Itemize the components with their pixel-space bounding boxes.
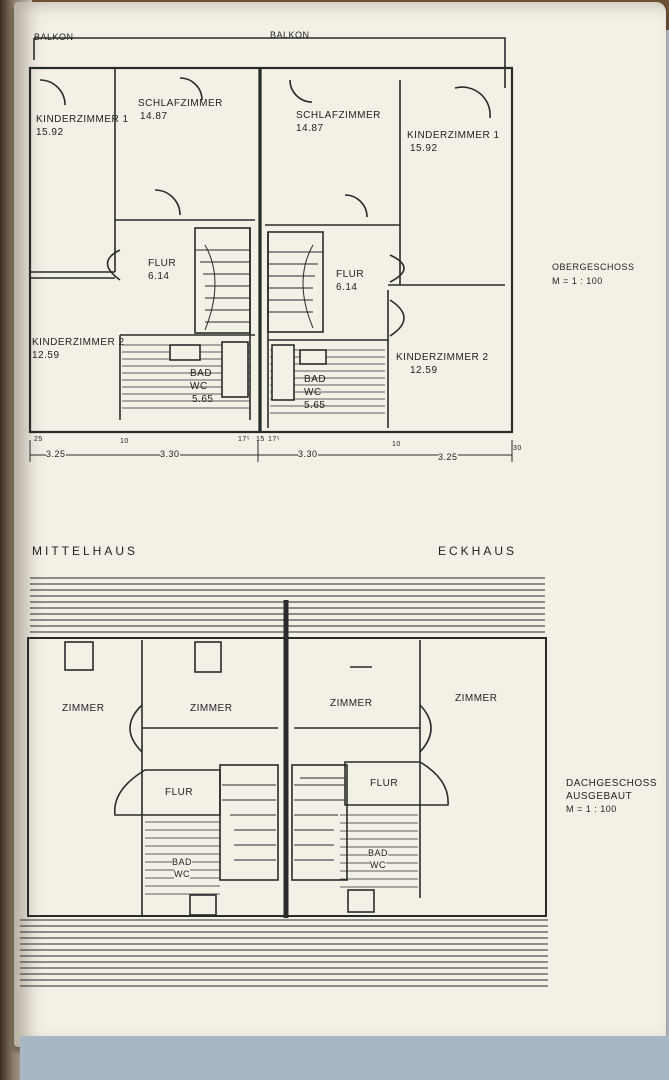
section-label-eckhaus: ECKHAUS bbox=[438, 544, 518, 558]
room-area: 14.87 bbox=[296, 123, 324, 134]
room-label: FLUR bbox=[148, 258, 177, 269]
upper-outer-wall bbox=[28, 66, 514, 434]
room-label: BAD bbox=[190, 368, 213, 379]
plan-scale: M = 1 : 100 bbox=[566, 804, 617, 814]
room-area: 5.65 bbox=[192, 394, 214, 405]
room-label: ZIMMER bbox=[62, 703, 105, 714]
wall-mark: 10 bbox=[120, 438, 129, 445]
wall-mark: 25 bbox=[34, 436, 43, 443]
room-label: WC bbox=[370, 860, 386, 870]
wall-mark: 30 bbox=[513, 445, 522, 452]
room-label: KINDERZIMMER 2 bbox=[32, 337, 125, 348]
balcony-label: BALKON bbox=[270, 30, 310, 40]
room-label: KINDERZIMMER 2 bbox=[396, 352, 489, 363]
room-label: SCHLAFZIMMER bbox=[296, 110, 381, 121]
room-label: ZIMMER bbox=[330, 698, 373, 709]
wall-mark: 17⁵ bbox=[268, 436, 281, 443]
wall-mark: 15 bbox=[256, 436, 265, 443]
wall-mark: 17⁵ bbox=[238, 436, 251, 443]
room-label: BAD bbox=[172, 857, 193, 867]
section-label-mittelhaus: MITTELHAUS bbox=[32, 544, 139, 558]
room-label: FLUR bbox=[165, 787, 194, 798]
room-label: FLUR bbox=[370, 778, 399, 789]
room-label: WC bbox=[190, 381, 208, 392]
balcony-label: BALKON bbox=[34, 32, 74, 42]
room-area: 6.14 bbox=[336, 282, 358, 293]
room-label: WC bbox=[174, 869, 190, 879]
wall-mark: 10 bbox=[392, 441, 401, 448]
plan-title: OBERGESCHOSS bbox=[552, 262, 635, 272]
room-area: 15.92 bbox=[410, 143, 438, 154]
room-label: BAD bbox=[304, 374, 327, 385]
room-area: 15.92 bbox=[36, 127, 64, 138]
room-label: KINDERZIMMER 1 bbox=[407, 130, 500, 141]
plan-scale: M = 1 : 100 bbox=[552, 276, 603, 286]
room-label: KINDERZIMMER 1 bbox=[36, 114, 129, 125]
room-label: BAD bbox=[368, 848, 389, 858]
room-area: 5.65 bbox=[304, 400, 326, 411]
dimension-label: 3.30 bbox=[160, 449, 180, 459]
room-label: ZIMMER bbox=[190, 703, 233, 714]
room-area: 12.59 bbox=[410, 365, 438, 376]
dimension-label: 3.25 bbox=[438, 452, 458, 462]
room-label: ZIMMER bbox=[455, 693, 498, 704]
folder-strip bbox=[20, 1036, 669, 1080]
balcony-rail bbox=[34, 37, 506, 88]
page bbox=[14, 2, 666, 1047]
room-label: SCHLAFZIMMER bbox=[138, 98, 223, 109]
room-area: 14.87 bbox=[140, 111, 168, 122]
room-label: WC bbox=[304, 387, 322, 398]
dimension-label: 3.25 bbox=[46, 449, 66, 459]
room-area: 12.59 bbox=[32, 350, 60, 361]
dimension-label: 3.30 bbox=[298, 449, 318, 459]
room-label: FLUR bbox=[336, 269, 365, 280]
plan-title: DACHGESCHOSS bbox=[566, 778, 658, 789]
room-area: 6.14 bbox=[148, 271, 170, 282]
plan-title: AUSGEBAUT bbox=[566, 791, 633, 802]
